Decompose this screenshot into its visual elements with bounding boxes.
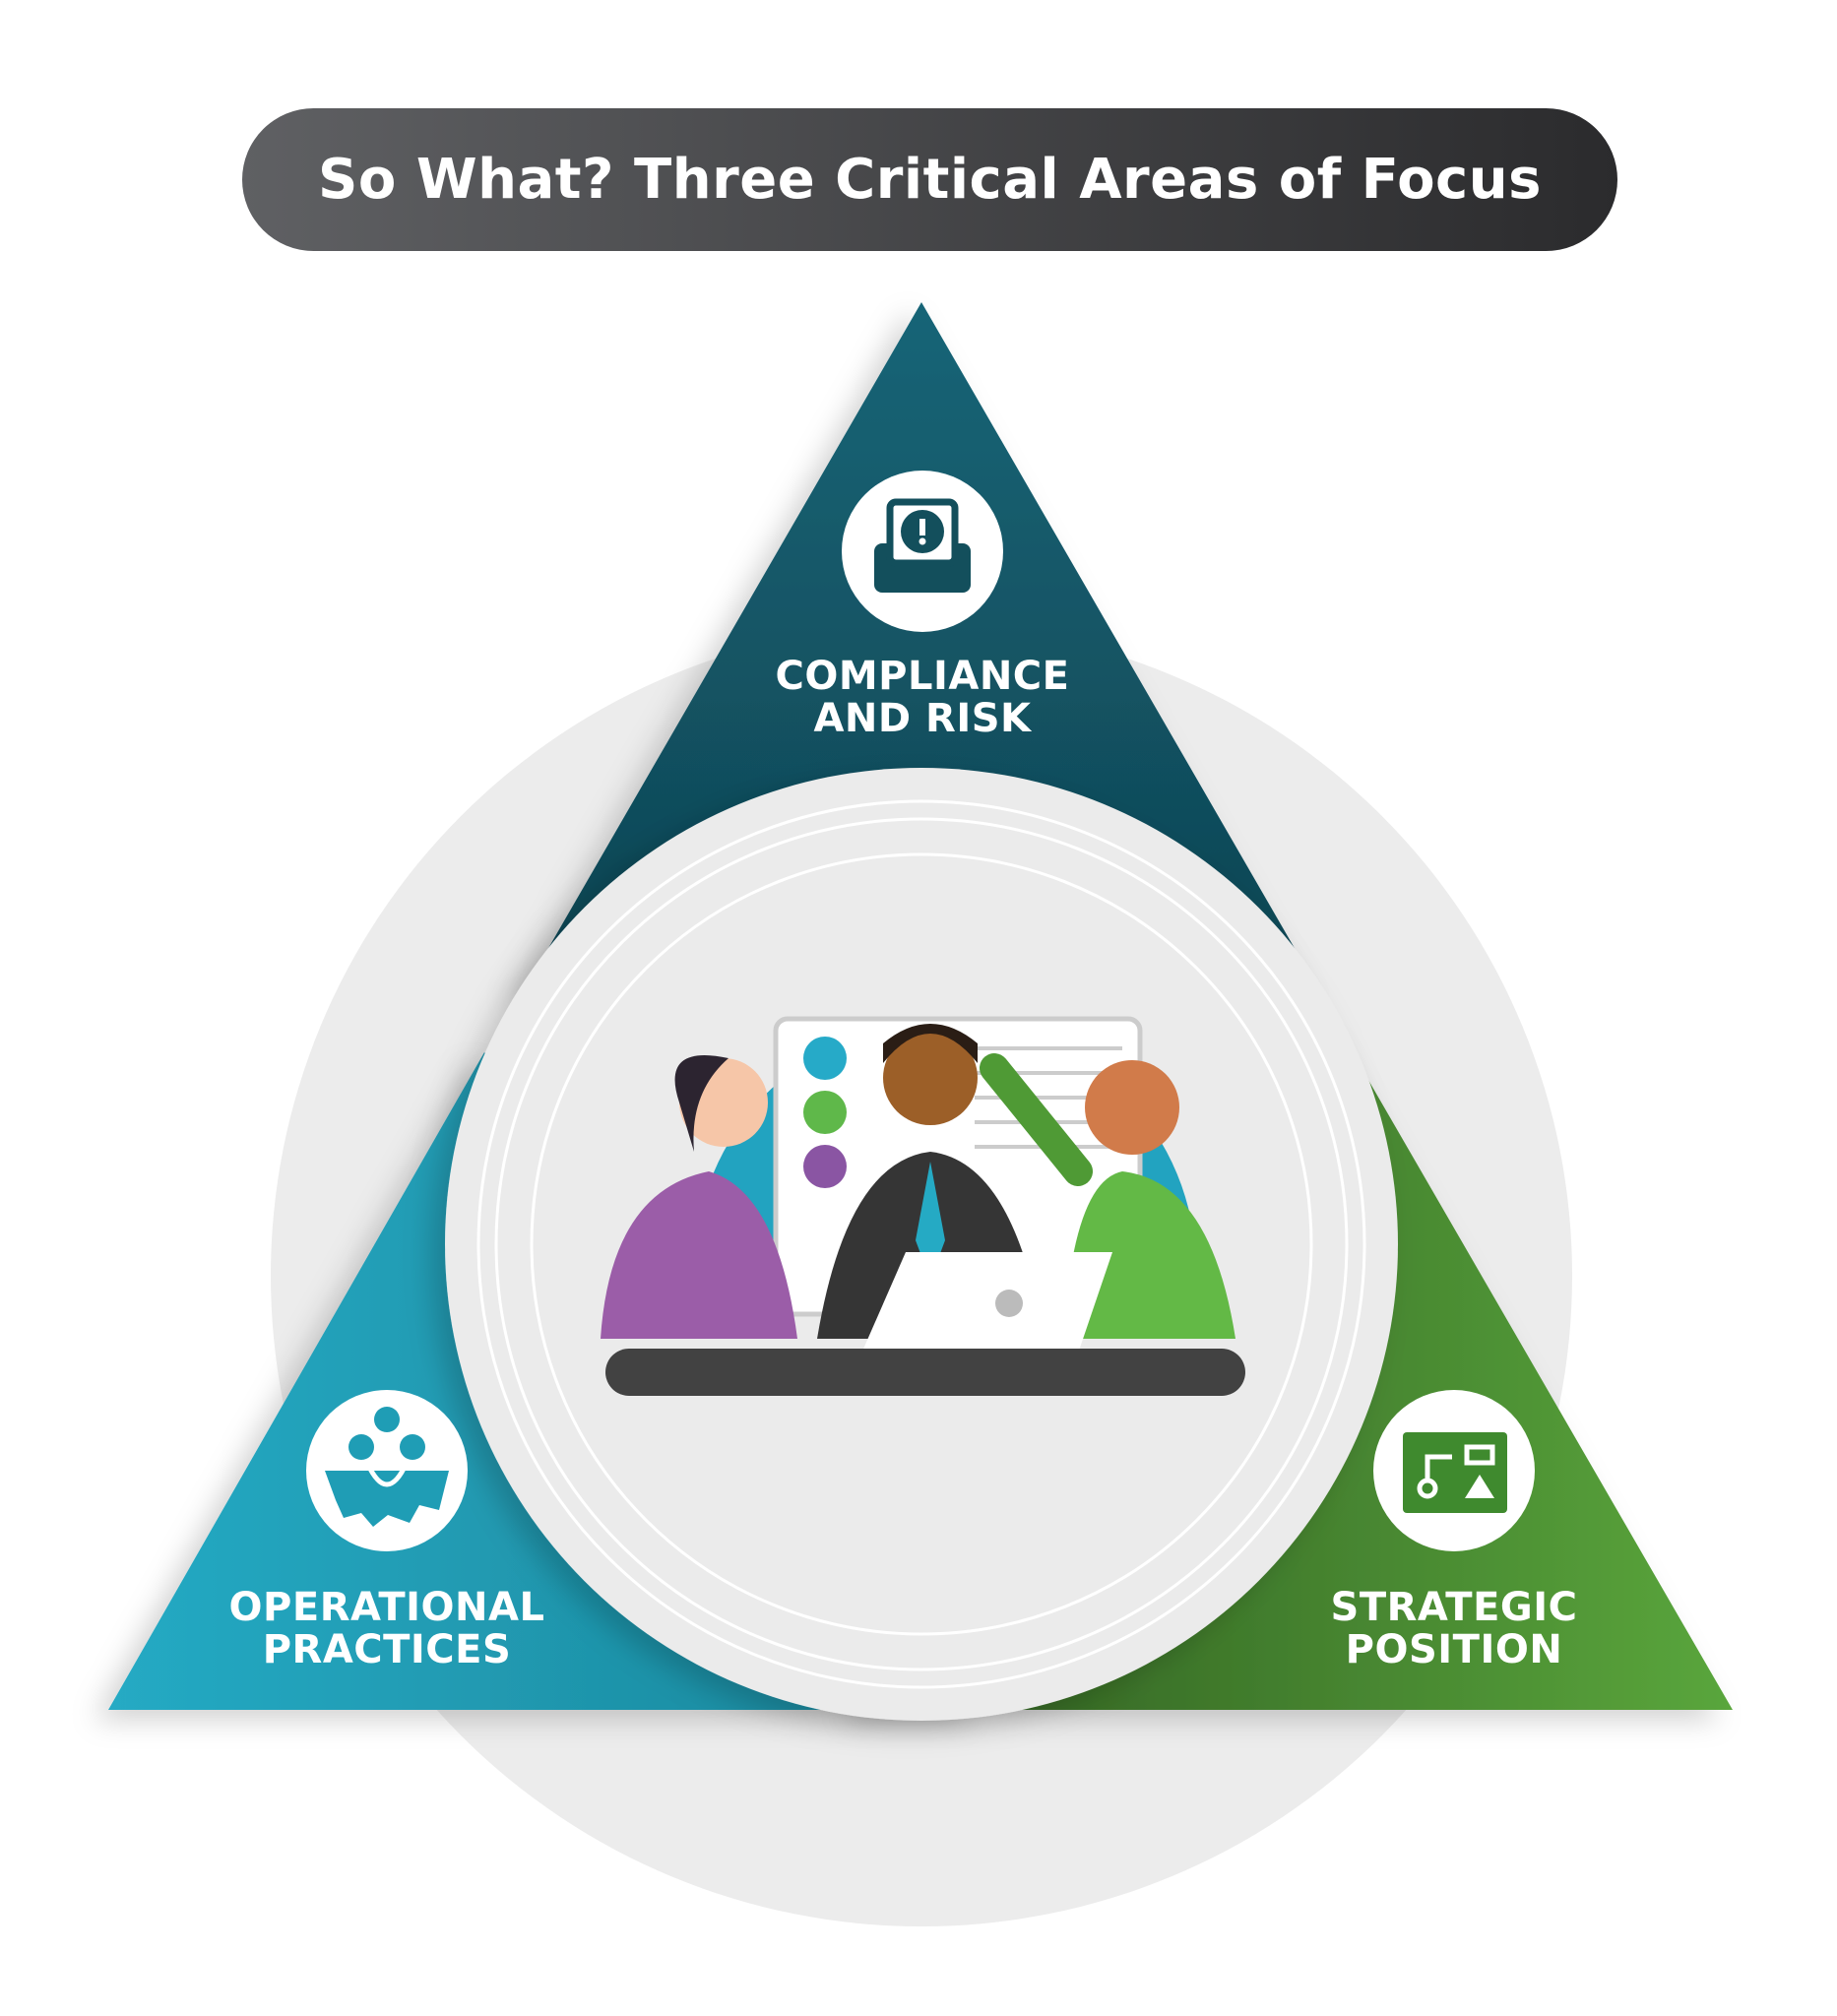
alert-inbox-icon: [842, 471, 1003, 632]
strategy-board-icon: [1373, 1390, 1535, 1551]
area-label-compliance: COMPLIANCE AND RISK: [716, 656, 1129, 740]
page-title: So What? Three Critical Areas of Focus: [242, 108, 1617, 251]
area-label-line: OPERATIONAL: [228, 1585, 545, 1630]
area-label-line: AND RISK: [813, 696, 1032, 741]
team-gear-icon: [306, 1390, 468, 1551]
area-label-line: POSITION: [1345, 1627, 1563, 1672]
area-label-strategic: STRATEGIC POSITION: [1247, 1587, 1661, 1671]
area-label-line: COMPLIANCE: [775, 654, 1070, 699]
area-label-operational: OPERATIONAL PRACTICES: [180, 1587, 594, 1671]
area-label-line: PRACTICES: [262, 1627, 512, 1672]
team-meeting-illustration: [601, 1016, 1245, 1396]
area-label-line: STRATEGIC: [1330, 1585, 1578, 1630]
